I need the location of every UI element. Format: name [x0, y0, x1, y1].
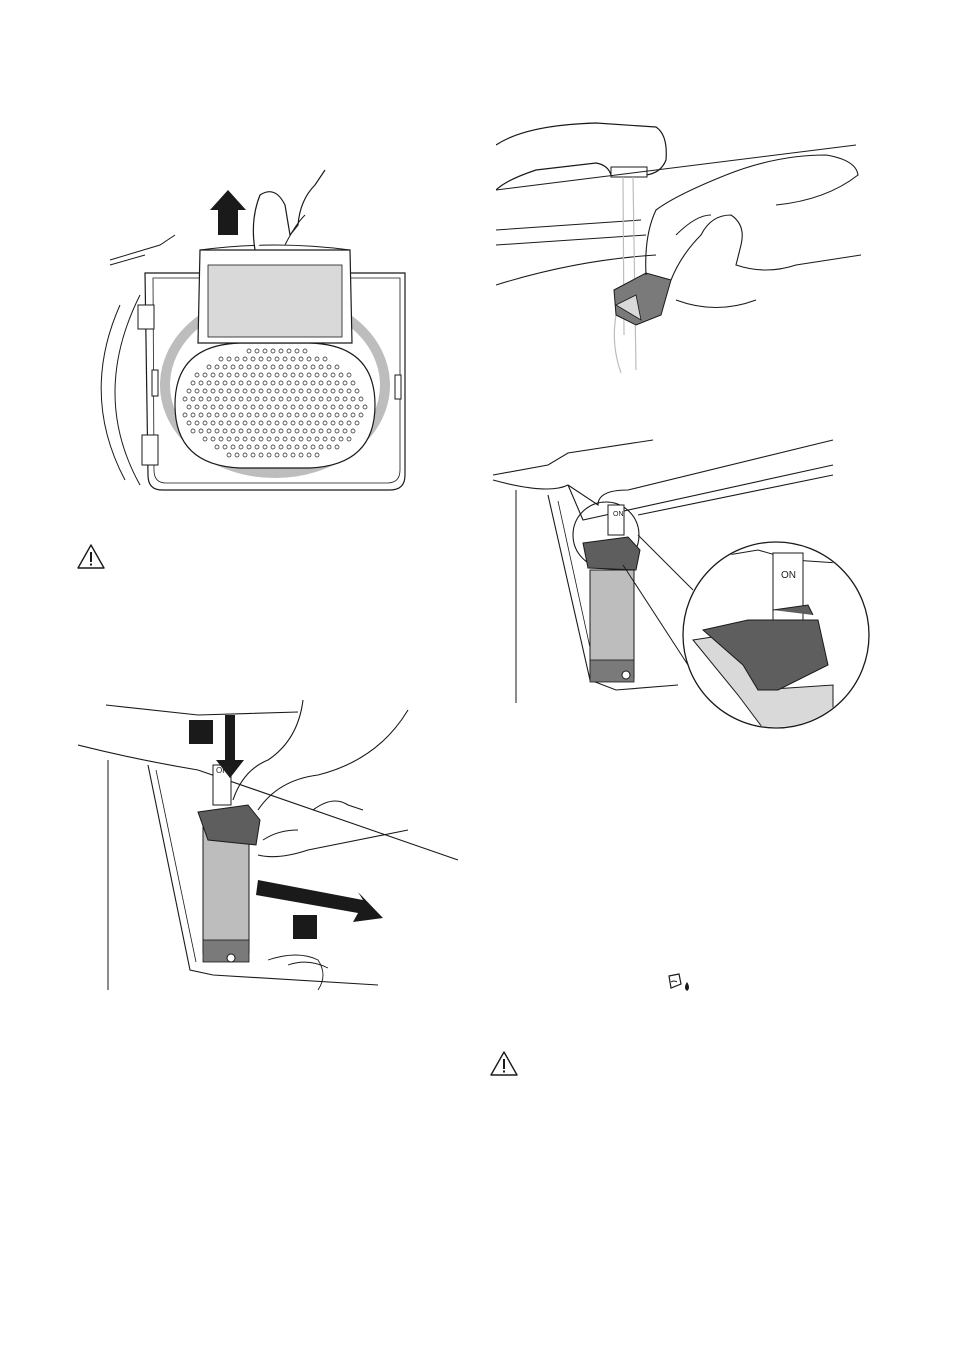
warning-triangle-icon	[76, 543, 106, 571]
figure-cartridge-insert	[488, 435, 878, 735]
off-switch-label: OFF	[216, 766, 232, 775]
filter-removal-illustration	[100, 165, 420, 500]
rinse-cartridge-illustration	[496, 115, 866, 377]
on-switch-label-small: ON	[613, 511, 624, 518]
water-drop-icon	[665, 972, 693, 994]
figure-rinse-cartridge	[496, 115, 866, 377]
cartridge-insert-illustration	[488, 435, 878, 735]
figure-filter-removal	[100, 165, 420, 500]
figure-cartridge-removal	[78, 700, 468, 995]
on-switch-label-zoom: ON	[781, 570, 796, 581]
cartridge-removal-illustration	[78, 700, 468, 995]
warning-triangle-icon	[489, 1050, 519, 1078]
